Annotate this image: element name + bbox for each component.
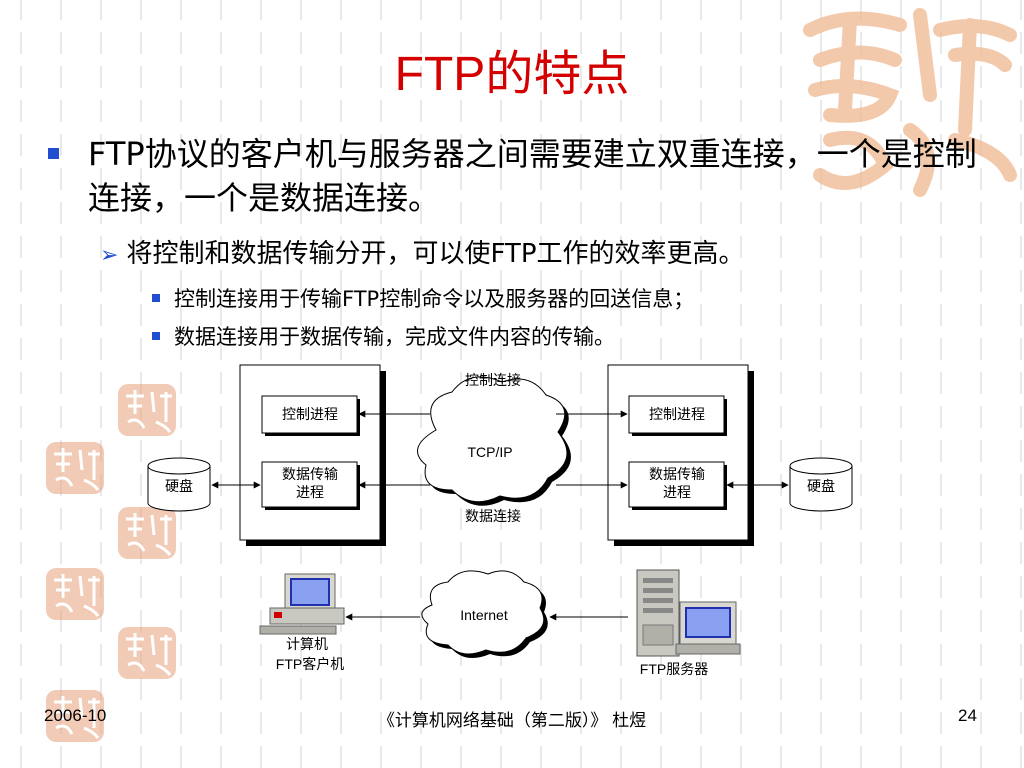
square-bullet-icon <box>48 148 59 159</box>
seal-watermark-small-5 <box>118 627 176 679</box>
left-host-panel <box>239 364 381 541</box>
left-control-process-box <box>261 395 358 434</box>
left-data-process-label-1: 数据传输 <box>282 466 338 482</box>
bullet-level3-b: 数据连接用于数据传输，完成文件内容的传输。 <box>152 321 615 351</box>
internet-cloud-icon <box>421 570 548 658</box>
page-number: 24 <box>958 706 977 725</box>
right-control-process-box <box>628 395 725 434</box>
footer-date: 2006-10 <box>44 706 107 725</box>
left-data-process-box <box>261 461 358 508</box>
seal-watermark-small-4 <box>46 568 104 620</box>
seal-watermark-small-2 <box>46 442 104 494</box>
right-host-panel <box>607 364 749 541</box>
seal-watermark-small-6 <box>46 690 104 742</box>
seal-watermark-large <box>803 8 1017 197</box>
tcpip-cloud-label: TCP/IP <box>467 444 512 460</box>
data-connection-label: 数据连接 <box>465 508 521 524</box>
client-computer-icon <box>259 573 345 635</box>
bullet-level3-a-text: 控制连接用于传输FTP控制命令以及服务器的回送信息； <box>174 287 695 311</box>
square-bullet-icon <box>152 294 160 302</box>
arrow-bullet-icon: ➢ <box>100 243 119 268</box>
slide-title: FTP的特点 <box>394 48 630 101</box>
internet-cloud-label: Internet <box>460 607 508 623</box>
right-disk-icon <box>789 457 853 512</box>
bullet-level3-a: 控制连接用于传输FTP控制命令以及服务器的回送信息； <box>152 283 694 313</box>
client-label-2: FTP客户机 <box>276 656 344 672</box>
bullet-level1-text: FTP协议的客户机与服务器之间需要建立双重连接，一个是控制连接，一个是数据连接。 <box>88 135 977 217</box>
square-bullet-icon <box>152 332 160 340</box>
footer-book-title: 《计算机网络基础（第二版）》 杜煜 <box>377 711 647 730</box>
left-data-process-label-2: 进程 <box>296 484 324 500</box>
right-data-process-box <box>628 461 725 508</box>
client-label-1: 计算机 <box>286 636 328 652</box>
right-data-process-label-1: 数据传输 <box>649 466 705 482</box>
bullet-level2: ➢ 将控制和数据传输分开，可以使FTP工作的效率更高。 <box>100 233 745 270</box>
right-data-process-label-2: 进程 <box>663 484 691 500</box>
bullet-level2-text: 将控制和数据传输分开，可以使FTP工作的效率更高。 <box>126 239 745 269</box>
server-label: FTP服务器 <box>640 661 708 677</box>
seal-watermark-small-1 <box>118 384 176 436</box>
server-computer-icon <box>636 569 741 657</box>
right-control-process-label: 控制进程 <box>649 406 705 422</box>
seal-watermark-small-3 <box>118 507 176 559</box>
right-disk-label: 硬盘 <box>807 478 835 494</box>
tcpip-cloud-icon <box>417 376 571 506</box>
bullet-level3-b-text: 数据连接用于数据传输，完成文件内容的传输。 <box>174 325 615 349</box>
left-disk-label: 硬盘 <box>165 478 193 494</box>
left-control-process-label: 控制进程 <box>282 406 338 422</box>
left-disk-icon <box>147 457 211 512</box>
control-connection-label: 控制连接 <box>465 372 521 388</box>
